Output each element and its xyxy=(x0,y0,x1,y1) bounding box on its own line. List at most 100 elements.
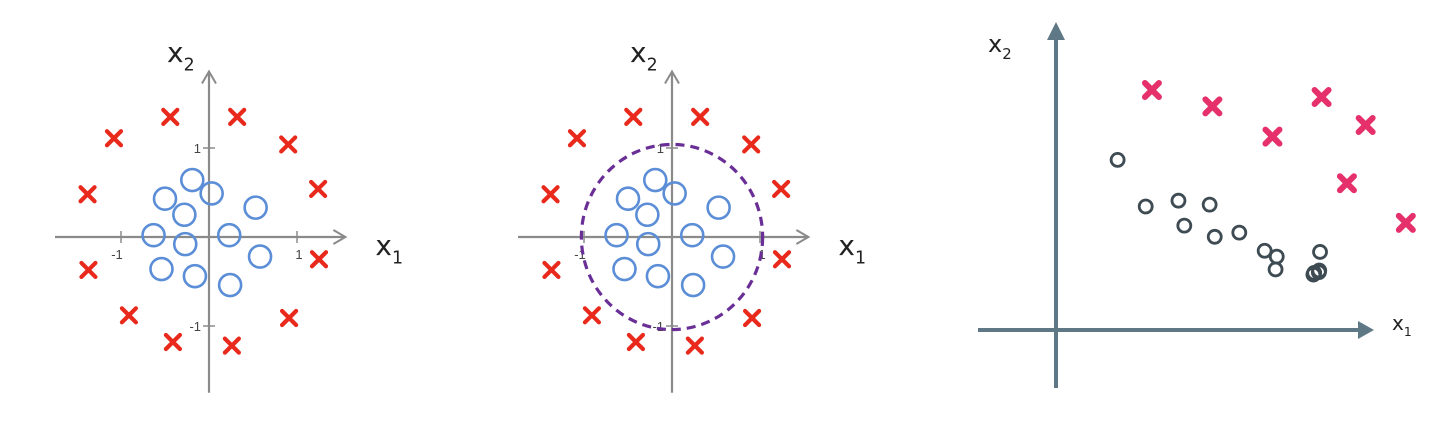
y-axis-label: x2 xyxy=(630,36,658,75)
circle-point xyxy=(604,222,629,248)
x-axis-arrow xyxy=(1358,321,1374,339)
circle-point xyxy=(1268,248,1285,265)
cross-point-stroke xyxy=(78,185,97,204)
cross-point-stroke xyxy=(279,135,298,154)
cross-point xyxy=(691,107,710,126)
y-tick-label: -1 xyxy=(652,319,664,334)
cross-point-stroke xyxy=(567,129,587,148)
x-axis-arrow xyxy=(332,229,348,245)
chart-3-svg: x2 x1 xyxy=(978,22,1416,388)
circle-point xyxy=(635,202,660,228)
circle-point xyxy=(635,231,661,257)
cross-point-stroke xyxy=(1311,87,1332,107)
cross-point-stroke xyxy=(1395,212,1416,233)
cross-point xyxy=(541,185,560,204)
cross-point xyxy=(104,129,124,148)
circle-point xyxy=(217,272,243,298)
cross-point xyxy=(582,306,602,325)
x-axis-arrow xyxy=(795,229,811,245)
cross-point-stroke xyxy=(685,336,704,355)
cross-point-stroke xyxy=(161,107,180,126)
circle-point xyxy=(1256,242,1273,259)
circle-point xyxy=(179,167,205,193)
cross-point-stroke xyxy=(119,306,139,325)
cross-point-stroke xyxy=(79,260,98,280)
y-axis-label: x2 xyxy=(167,36,195,75)
circle-point xyxy=(1201,196,1218,213)
circle-point xyxy=(679,222,705,248)
y-axis-arrow xyxy=(1047,22,1065,40)
circle-point xyxy=(1312,244,1328,260)
circle-point xyxy=(172,202,197,228)
cross-point xyxy=(163,332,183,352)
circle-point xyxy=(1109,152,1126,168)
y-tick-label: 1 xyxy=(657,141,664,156)
circle-point xyxy=(247,244,273,269)
cross-point xyxy=(772,250,792,269)
circle-point xyxy=(243,195,268,220)
cross-point xyxy=(309,179,328,199)
cross-point-stroke xyxy=(163,332,183,352)
cross-point-stroke xyxy=(626,332,646,352)
cross-point xyxy=(772,179,791,199)
circle-point xyxy=(1231,224,1248,241)
circle-point xyxy=(152,186,178,212)
circle-point xyxy=(141,222,166,248)
cross-point xyxy=(626,332,646,352)
cross-point xyxy=(1202,96,1223,117)
cross-point-stroke xyxy=(772,179,791,199)
y-axis-arrow xyxy=(201,69,217,84)
cross-point xyxy=(222,336,241,355)
x-tick-label: -1 xyxy=(574,247,586,262)
cross-point xyxy=(161,107,180,126)
cross-point-stroke xyxy=(228,107,247,126)
circle-point xyxy=(706,195,731,220)
circle-point xyxy=(199,181,224,206)
circle-point xyxy=(1176,217,1193,234)
cross-point-stroke xyxy=(279,308,299,328)
cross-point xyxy=(567,129,587,148)
cross-point-stroke xyxy=(1202,96,1223,117)
cross-point xyxy=(742,308,762,328)
circle-point xyxy=(662,181,687,206)
x-axis-label: x1 xyxy=(375,229,403,268)
cross-point xyxy=(1262,126,1283,147)
cross-point-stroke xyxy=(742,135,761,154)
cross-point xyxy=(78,185,97,204)
circle-point xyxy=(615,186,641,212)
y-axis-arrow xyxy=(664,69,680,84)
circle-point xyxy=(182,263,208,289)
cross-point xyxy=(1311,87,1332,107)
cross-point xyxy=(542,260,561,280)
circle-point xyxy=(1170,192,1187,209)
circle-point xyxy=(710,244,736,269)
cross-point xyxy=(1355,114,1376,135)
cross-point xyxy=(1141,80,1162,101)
circle-point xyxy=(172,231,198,257)
x-tick-label: 1 xyxy=(295,247,302,262)
x-axis-label: x1 xyxy=(1392,311,1412,339)
cross-point-stroke xyxy=(582,306,602,325)
circle-point xyxy=(680,272,706,298)
cross-point-stroke xyxy=(691,107,710,126)
y-tick-label: 1 xyxy=(194,141,201,156)
circle-point xyxy=(1137,198,1154,215)
cross-point-stroke xyxy=(104,129,124,148)
cross-point xyxy=(79,260,98,280)
cross-point-stroke xyxy=(1262,126,1283,147)
cross-point xyxy=(279,308,299,328)
cross-point xyxy=(624,107,643,126)
circle-point xyxy=(642,167,668,193)
cross-point-stroke xyxy=(541,185,560,204)
cross-point-stroke xyxy=(624,107,643,126)
cross-point xyxy=(1395,212,1416,233)
panel-3-scatter: x2 x1 xyxy=(960,0,1447,424)
cross-point xyxy=(309,250,329,269)
cross-point-stroke xyxy=(309,179,328,199)
decision-boundary-circle xyxy=(579,142,765,332)
y-axis-label: x2 xyxy=(988,30,1012,63)
y-tick-label: -1 xyxy=(189,319,201,334)
cross-point-stroke xyxy=(1355,114,1376,135)
